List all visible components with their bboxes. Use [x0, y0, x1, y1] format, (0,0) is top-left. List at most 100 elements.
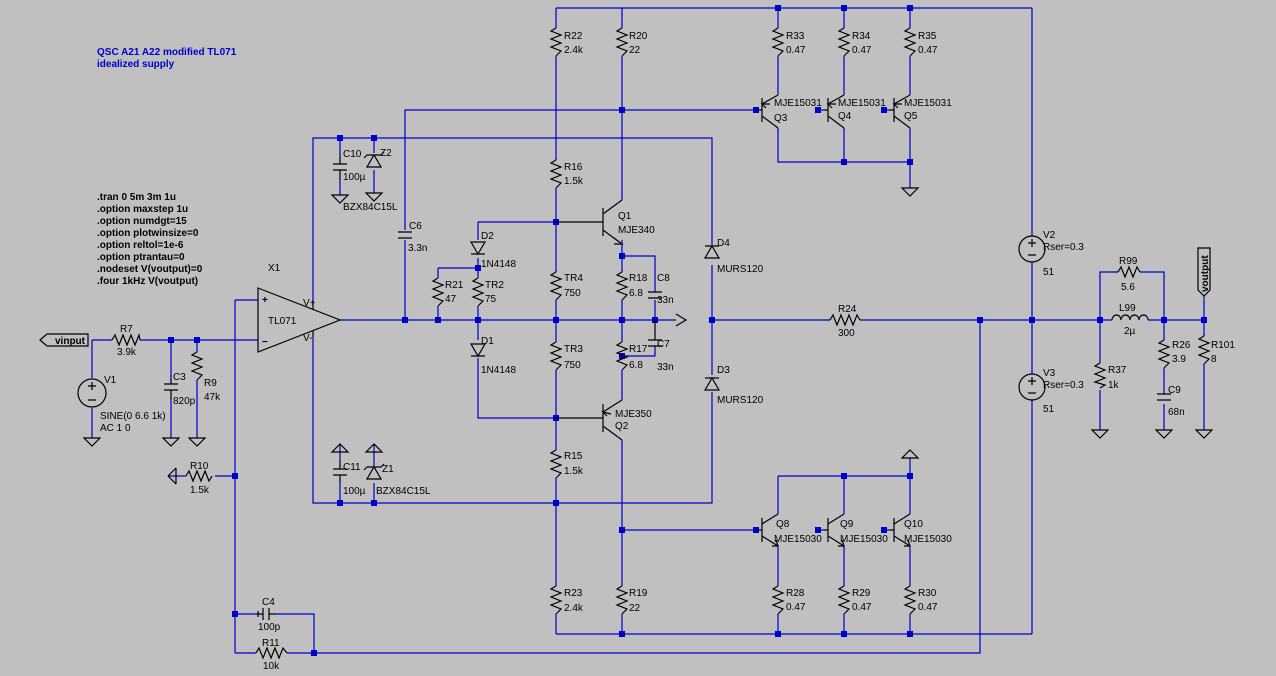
directive-numdgt: .option numdgt=15 [97, 216, 187, 227]
resistor-R24 [829, 313, 861, 327]
label-Z2-name: Z2 [380, 148, 392, 159]
capacitor-C4 [257, 608, 276, 620]
directive-tran: .tran 0 5m 3m 1u [97, 192, 176, 203]
wires [91, 7, 1205, 654]
label-R34-value: 0.47 [852, 45, 872, 56]
label-R7-name: R7 [120, 324, 133, 335]
resistor-R23 [549, 585, 563, 615]
junction [475, 317, 481, 323]
ground-icon [187, 437, 207, 447]
label-R33-name: R33 [786, 31, 805, 42]
label-Q10-value: MJE15030 [904, 534, 952, 545]
transistor-Q1 [556, 199, 624, 245]
label-R15-name: R15 [564, 451, 583, 462]
net-label-voutput: voutput [1197, 247, 1211, 297]
label-C10-value: 100µ [343, 172, 366, 183]
label-R37-name: R37 [1108, 365, 1127, 376]
junction [475, 265, 481, 271]
junction [371, 500, 377, 506]
label-R30-name: R30 [918, 588, 937, 599]
capacitor-C9 [1157, 393, 1171, 401]
net-label-voutput-text: voutput [1200, 255, 1211, 292]
label-Q10-name: Q10 [904, 519, 923, 530]
junction [232, 611, 238, 617]
junction [168, 337, 174, 343]
label-R30-value: 0.47 [918, 602, 938, 613]
junction [775, 5, 781, 11]
label-TR4-value: 750 [564, 288, 581, 299]
junction [841, 5, 847, 11]
junction [232, 473, 238, 479]
ground-symbols [82, 187, 1214, 485]
source-V2 [1018, 235, 1046, 263]
label-D1-name: D1 [481, 336, 494, 347]
junction [753, 527, 759, 533]
junction [1029, 317, 1035, 323]
label-Q3-value: MJE15031 [774, 98, 822, 109]
junction [815, 107, 821, 113]
inductor-L99 [1111, 314, 1149, 321]
label-R28-name: R28 [786, 588, 805, 599]
directive-ptrantau: .option ptrantau=0 [97, 252, 185, 263]
transistor-Q2 [556, 399, 623, 441]
label-L99-name: L99 [1119, 303, 1136, 314]
opamp-minus-pin-label: − [262, 337, 268, 348]
ground-icon [330, 194, 350, 204]
label-R23-name: R23 [564, 588, 583, 599]
label-C4-name: C4 [262, 597, 275, 608]
junction [619, 317, 625, 323]
resistor-R18 [615, 271, 629, 301]
opamp-X1: + − V+ V- [257, 287, 342, 353]
label-Q3-name: Q3 [774, 113, 788, 124]
ground-icon [900, 187, 920, 197]
junction [1161, 317, 1167, 323]
label-D1-value: 1N4148 [481, 365, 516, 376]
label-R21-value: 47 [445, 294, 457, 305]
junction [619, 353, 625, 359]
label-V3-name: V3 [1043, 368, 1056, 379]
diode-D2 [469, 241, 487, 256]
label-R101-name: R101 [1211, 340, 1235, 351]
net-label-vinput-text: vinput [55, 336, 86, 347]
label-D2-value: 1N4148 [481, 259, 516, 270]
label-Q9-value: MJE15030 [840, 534, 888, 545]
label-V2-value: Rser=0.3 [1043, 242, 1084, 253]
label-Q5-name: Q5 [904, 111, 918, 122]
label-R7-value: 3.9k [117, 347, 137, 358]
resistor-R28 [771, 585, 785, 615]
label-R29-value: 0.47 [852, 602, 872, 613]
junctions [168, 5, 1207, 656]
label-V2-name: V2 [1043, 230, 1056, 241]
label-R28-value: 0.47 [786, 602, 806, 613]
diodes [363, 151, 721, 480]
opamp-plus-pin-label: + [262, 295, 268, 306]
junction [841, 631, 847, 637]
label-R18-name: R18 [629, 273, 648, 284]
junction [402, 317, 408, 323]
resistor-R19 [615, 585, 629, 615]
junction [1201, 317, 1207, 323]
label-C8-name: C8 [657, 273, 670, 284]
label-R11-name: R11 [262, 638, 280, 649]
ground-icon [364, 192, 384, 202]
label-D3-value: MURS120 [717, 395, 764, 406]
label-Q2-value: MJE350 [615, 409, 652, 420]
title-line-1: QSC A21 A22 modified TL071 [97, 47, 237, 58]
component-labels: R7 3.9k C3 820p R9 47k V1 SINE(0 6.6 1k)… [100, 31, 1235, 672]
label-C4-value: 100p [258, 622, 281, 633]
resistor-TR4 [549, 271, 563, 301]
label-R16-name: R16 [564, 162, 583, 173]
capacitor-C7 [648, 320, 662, 347]
label-R23-value: 2.4k [564, 603, 584, 614]
label-D2-name: D2 [481, 231, 494, 242]
junction [371, 135, 377, 141]
resistor-R30 [903, 585, 917, 615]
resistor-R16 [549, 159, 563, 189]
label-R29-name: R29 [852, 588, 871, 599]
resistor-R10 [185, 469, 213, 483]
junction [881, 527, 887, 533]
junction [815, 527, 821, 533]
capacitor-C6 [398, 231, 412, 239]
net-label-vinput: vinput [39, 333, 89, 347]
transistor-Q9 [824, 513, 845, 547]
